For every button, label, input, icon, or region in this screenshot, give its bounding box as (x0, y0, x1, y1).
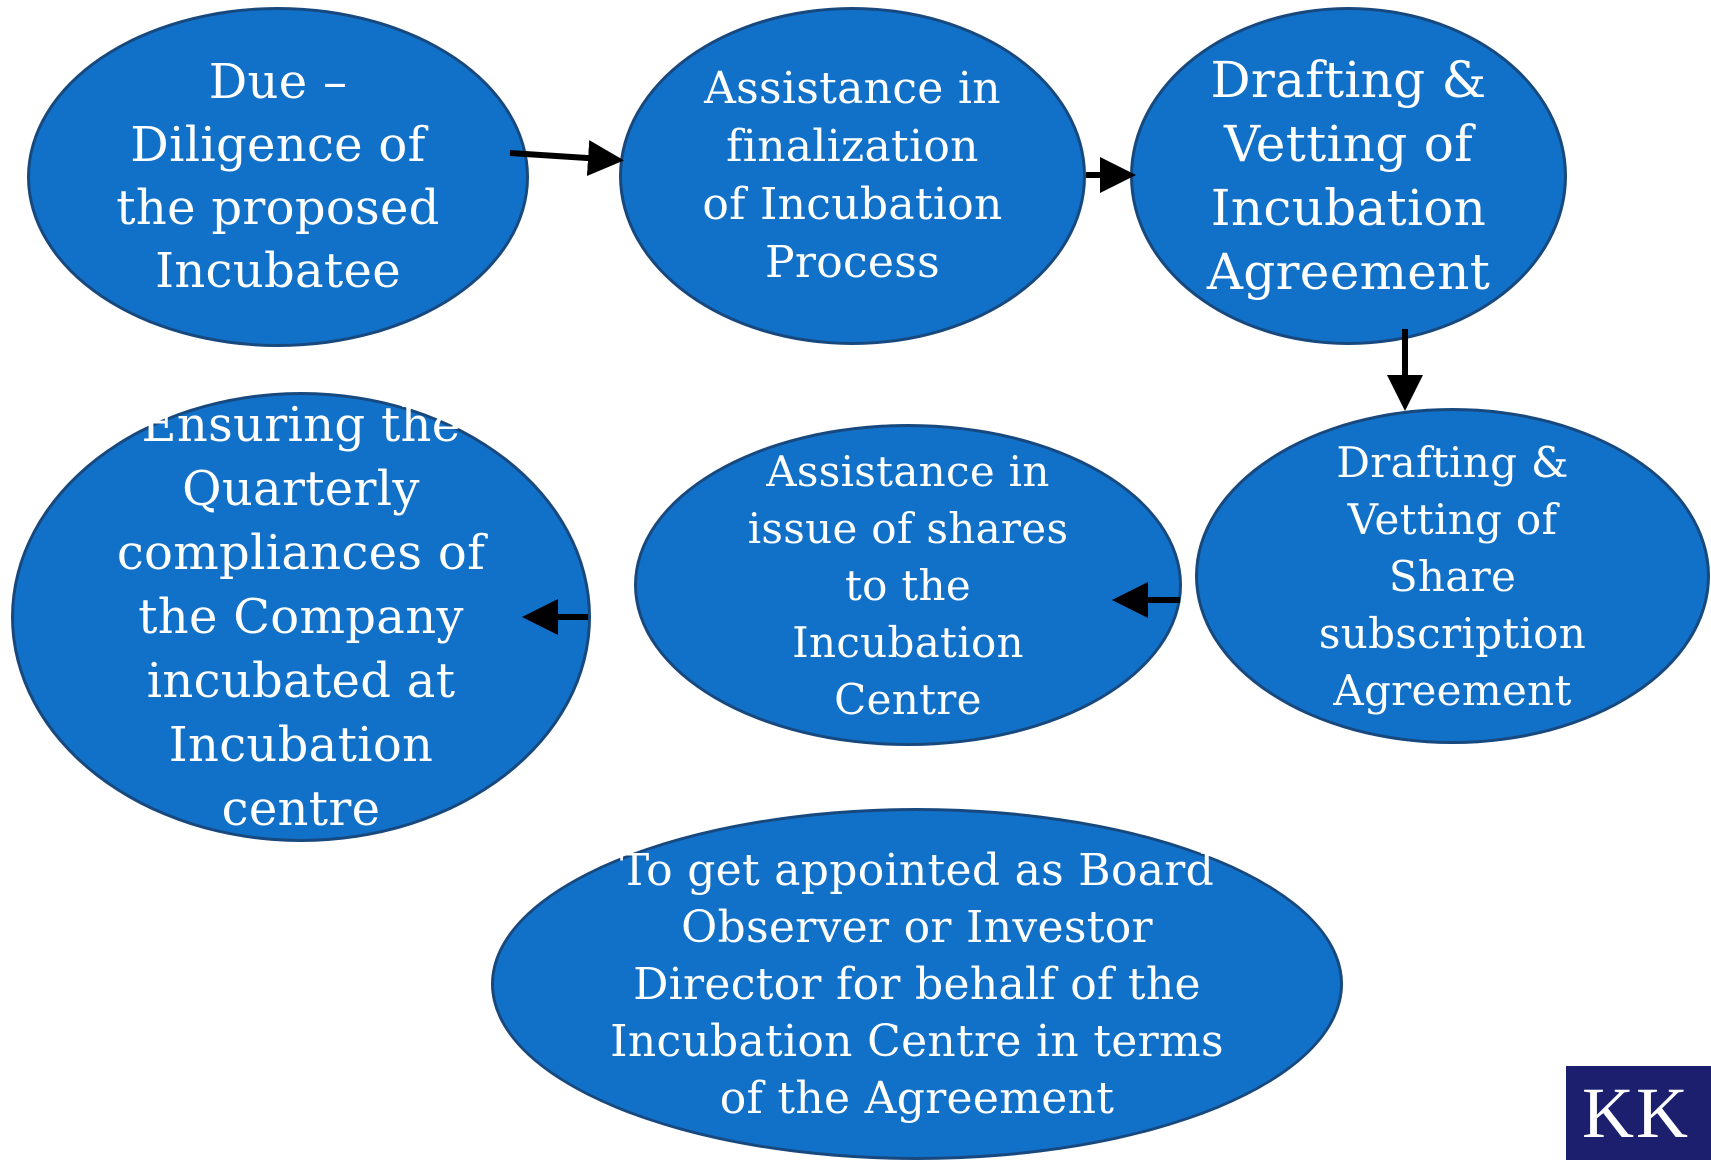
arrow-n1-to-n2 (509, 140, 624, 177)
node-share-subscription-agreement: Drafting & Vetting of Share subscription… (1195, 408, 1710, 744)
node-label: Ensuring the Quarterly compliances of th… (116, 397, 486, 837)
node-label: Assistance in finalization of Incubation… (702, 63, 1003, 288)
node-incubation-agreement: Drafting & Vetting of Incubation Agreeme… (1130, 7, 1567, 345)
node-issue-of-shares: Assistance in issue of shares to the Inc… (634, 424, 1182, 746)
node-due-diligence: Due – Diligence of the proposed Incubate… (27, 7, 529, 347)
kk-logo: KK (1566, 1066, 1711, 1160)
node-label: Due – Diligence of the proposed Incubate… (116, 54, 440, 299)
node-label: Assistance in issue of shares to the Inc… (747, 446, 1069, 724)
node-finalization-process: Assistance in finalization of Incubation… (619, 7, 1086, 345)
node-label: Drafting & Vetting of Share subscription… (1318, 437, 1587, 715)
node-label: Drafting & Vetting of Incubation Agreeme… (1206, 51, 1491, 301)
node-label: To get appointed as Board Observer or In… (610, 844, 1224, 1124)
logo-text: KK (1582, 1072, 1690, 1153)
node-quarterly-compliances: Ensuring the Quarterly compliances of th… (11, 392, 591, 842)
node-board-observer: To get appointed as Board Observer or In… (491, 808, 1343, 1160)
